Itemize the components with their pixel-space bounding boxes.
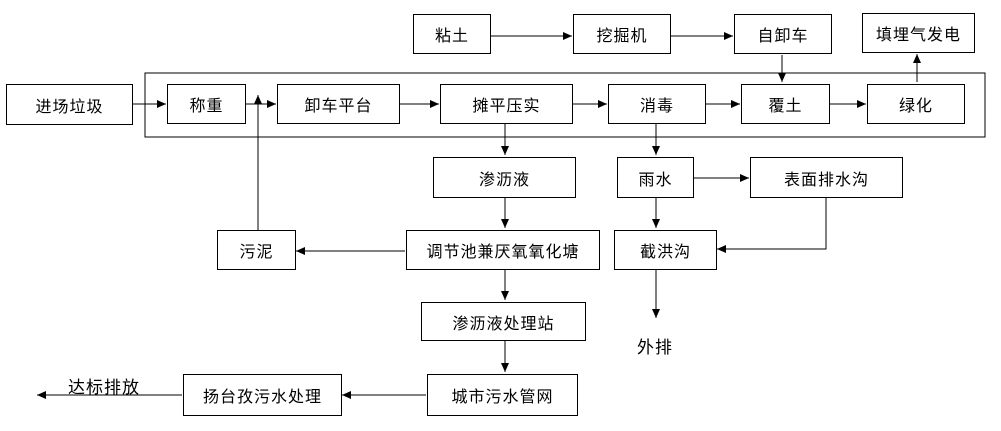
intercepting-ditch-box: 截洪沟 <box>614 230 717 270</box>
regulating-pond-box: 调节池兼厌氧氧化塘 <box>406 230 600 270</box>
clay-box: 粘土 <box>413 14 491 54</box>
sewage-plant-box: 扬台孜污水处理 <box>183 374 342 416</box>
spread-compact-box: 摊平压实 <box>440 84 573 124</box>
landfill-gas-power-box: 填埋气发电 <box>862 13 975 53</box>
rainwater-box: 雨水 <box>617 157 694 198</box>
compliant-discharge-label: 达标排放 <box>68 378 140 398</box>
arrows <box>37 32 921 399</box>
soil-cover-box: 覆土 <box>741 84 830 124</box>
sludge-box: 污泥 <box>217 230 296 270</box>
unloading-platform-box: 卸车平台 <box>277 84 400 124</box>
incoming-waste-box: 进场垃圾 <box>6 84 133 125</box>
dump-truck-box: 自卸车 <box>734 14 832 54</box>
weighing-box: 称重 <box>167 84 246 124</box>
excavator-box: 挖掘机 <box>573 14 671 54</box>
leachate-station-box: 渗沥液处理站 <box>421 302 586 341</box>
discharge-out-label: 外排 <box>637 338 673 358</box>
disinfection-box: 消毒 <box>608 84 706 124</box>
municipal-sewer-box: 城市污水管网 <box>427 374 578 416</box>
surface-drain-box: 表面排水沟 <box>750 157 903 198</box>
greening-box: 绿化 <box>867 84 965 124</box>
leachate-box: 渗沥液 <box>433 157 576 198</box>
main-process-frame <box>144 72 986 138</box>
